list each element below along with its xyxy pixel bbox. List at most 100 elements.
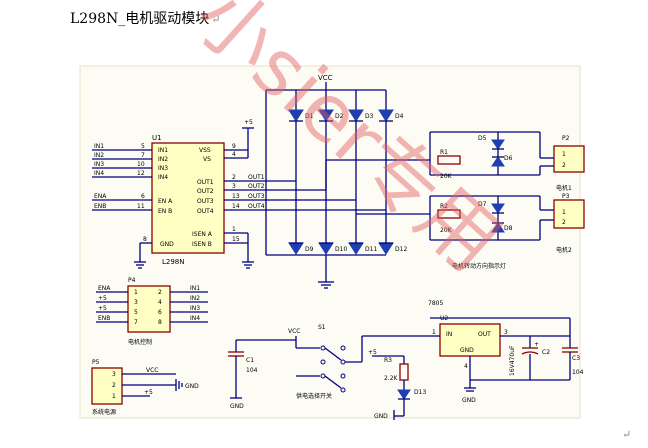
r1-value: 20K [440,173,453,180]
u1-pin-out3: OUT3 [197,198,214,205]
document-title: L298N_电机驱动模块↵ [70,8,221,28]
led-d13-ref: D13 [414,389,426,396]
u1-part: L298N [162,258,185,266]
p4-pin-4: 4 [158,299,162,306]
u1-pin-enb: EN B [158,208,172,215]
net-out4: OUT4 [248,203,265,210]
diode-d11-ref: D11 [365,246,377,253]
u1-pin-in2: IN2 [158,156,168,163]
led-caption: 电机转动方向指示灯 [452,262,506,270]
u1-pin-out4: OUT4 [197,208,214,215]
regulator-gnd: GND [460,347,474,354]
diode-bridge: VCC D1 D2 D3 D4 [265,74,407,289]
u1-pin-out1: OUT1 [197,179,214,186]
c2-value: 16V470uF [509,345,516,376]
diode-d3-icon [348,109,364,122]
c3-value: 104 [572,369,584,376]
supply-vcc-label: VCC [288,328,300,335]
u1-pin-vss: VSS [199,147,211,154]
u1-pinnum-12: 12 [137,170,145,177]
p4-body [127,285,171,333]
p4-pin-1: 1 [134,289,138,296]
p4-pin-8: 8 [158,319,162,326]
p4-net-in1: IN1 [190,285,200,292]
u1-pin-gnd: GND [160,241,174,248]
led-d6-icon [491,156,505,167]
p5-pin-3: 3 [112,371,116,378]
p4-ref: P4 [128,277,136,284]
led-d5-ref: D5 [478,135,487,142]
p5-net-plus5: +5 [144,389,153,396]
motor-outputs: R1 20K D5 D6 P2 1 2 电机1 R2 20K D7 D8 P3 [325,131,585,270]
u1-pin-vs: VS [203,156,211,163]
u1-pin-in4: IN4 [158,174,168,181]
p5-net-gnd: GND [185,383,199,390]
u1-pin-out2: OUT2 [197,188,214,195]
p4-pin-7: 7 [134,319,138,326]
s1-label: 供电选择开关 [296,392,332,400]
diode-d10-ref: D10 [335,246,347,253]
u1-pinnum-2: 2 [232,174,236,181]
p4-net-plus5-b: +5 [98,305,107,312]
u1-pin-in3: IN3 [158,165,168,172]
net-in2: IN2 [94,152,104,159]
u1-pinnum-9: 9 [232,143,236,150]
u1-pinnum-4: 4 [232,151,236,158]
regulator-in: IN [446,331,452,338]
p2-label: 电机1 [556,184,572,192]
u1-pinnum-15: 15 [232,236,240,243]
diode-d1-ref: D1 [305,113,314,120]
r2-ref: R2 [440,203,448,210]
u1-ground-symbols [134,261,254,269]
u1-pin-in1: IN1 [158,147,168,154]
diode-d1-icon [288,109,304,122]
p3-label: 电机2 [556,246,572,254]
u1-pinnum-3: 3 [232,183,236,190]
p4-pin-3: 3 [134,299,138,306]
connector-p4: P4 ENA +5 +5 ENB 1 3 5 7 2 4 6 8 IN1 IN2… [96,277,208,346]
led-d7-icon [491,203,505,214]
c1-value: 104 [246,367,258,374]
r1-ref: R1 [440,149,448,156]
net-in3: IN3 [94,161,104,168]
diode-d4-icon [378,109,394,122]
net-in1: IN1 [94,143,104,150]
p2-pin-1: 1 [562,151,566,158]
u1-pinnum-1: 1 [232,226,236,233]
led-d7-ref: D7 [478,201,487,208]
diode-d2-ref: D2 [335,113,344,120]
p4-net-plus5-a: +5 [98,295,107,302]
r3-value: 2.2K [384,375,399,382]
p4-net-in4: IN4 [190,315,200,322]
u1-ref: U1 [152,134,162,142]
p3-pin-1: 1 [562,209,566,216]
p4-pin-2: 2 [158,289,162,296]
p4-net-in2: IN2 [190,295,200,302]
p2-ref: P2 [562,135,570,142]
regulator-pin-4: 4 [464,363,468,370]
u1-pinnum-11: 11 [137,203,145,210]
regulator-pin-1: 1 [432,329,436,336]
p5-label: 系统电源 [92,408,116,416]
u1-pinnum-5: 5 [141,143,145,150]
regulator-ground: GND [462,397,476,404]
connector-p3 [553,199,585,229]
u1-body [151,142,225,254]
r2-value: 20K [440,227,453,234]
u1-pin-isenb: ISEN B [192,241,212,248]
net-ena: ENA [94,193,107,200]
u1-pinnum-7: 7 [141,152,145,159]
p5-pin-2: 2 [112,382,116,389]
c2-plus: + [534,341,539,348]
p3-pin-2: 2 [562,219,566,226]
u1-pin-isena: ISEN A [192,231,213,238]
regulator-out: OUT [478,331,491,338]
c2-ref: C2 [542,349,550,356]
c3-ref: C3 [572,355,580,362]
p5-ref: P5 [92,359,100,366]
d13-gnd: GND [374,413,388,420]
u1-l298n: U1 L298N IN1 IN2 IN3 IN4 EN A EN B GND 5… [92,119,268,269]
resistor-r2 [437,209,461,219]
regulator-part: 7805 [428,300,443,307]
